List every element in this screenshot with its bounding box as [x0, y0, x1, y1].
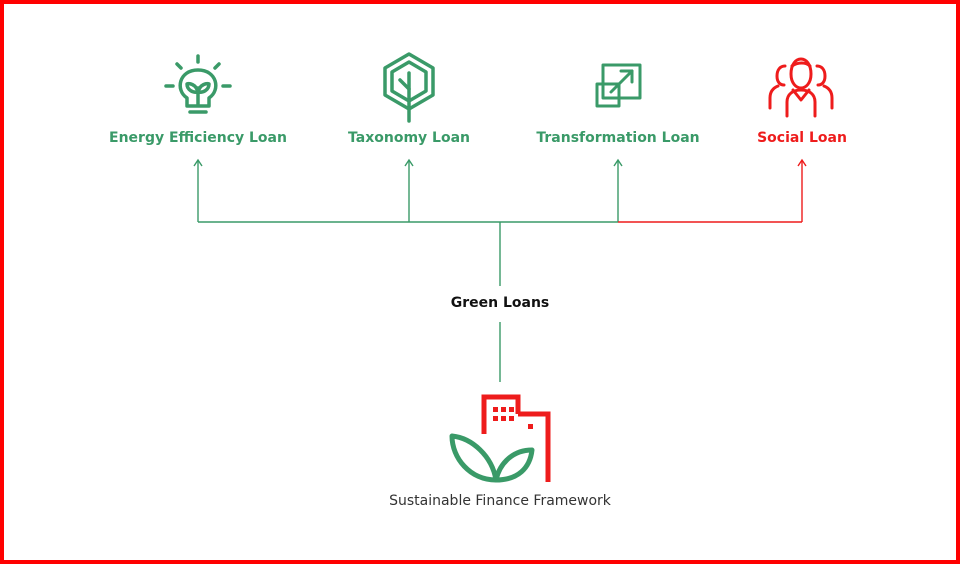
lightbulb-leaf-icon: [164, 54, 232, 114]
branch-arrowhead-taxonomy: [404, 158, 414, 167]
people-group-icon: [768, 57, 834, 118]
building-leaf-icon: [449, 394, 551, 483]
branch-arrowhead-transformation: [613, 158, 623, 167]
green-loans-label: Green Loans: [446, 294, 554, 312]
branch-arrowhead-social: [797, 158, 807, 167]
sustainable-finance-framework-label: Sustainable Finance Framework: [389, 493, 611, 509]
energy-efficiency-loan-label: Energy Efficiency Loan: [109, 130, 287, 146]
transformation-loan-label: Transformation Loan: [536, 130, 700, 146]
branch-arrowhead-energy: [193, 158, 203, 167]
taxonomy-loan-label: Taxonomy Loan: [348, 130, 470, 146]
expand-arrow-icon: [595, 63, 642, 108]
social-loan-label: Social Loan: [757, 130, 847, 146]
tree-hexagon-icon: [383, 52, 435, 123]
